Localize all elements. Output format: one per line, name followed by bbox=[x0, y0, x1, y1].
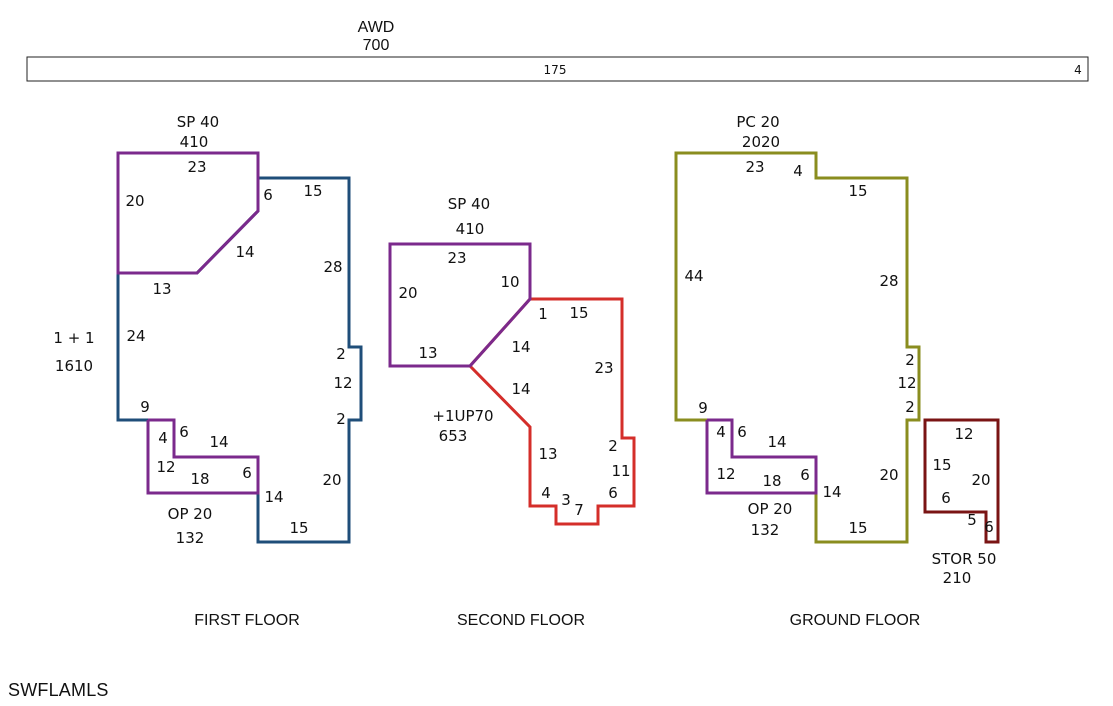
ff-dim: 6 bbox=[179, 423, 189, 441]
sf-dim: 1 bbox=[538, 305, 548, 323]
gf-dim: 23 bbox=[745, 158, 764, 176]
ground-floor-stor-area: 210 bbox=[943, 569, 972, 587]
second-floor-sp-code: SP 40 bbox=[448, 195, 490, 213]
first-floor-sp-area: 410 bbox=[180, 133, 209, 151]
gf-dim: 15 bbox=[848, 182, 867, 200]
awd-code: AWD bbox=[358, 19, 395, 36]
awd-area: 700 bbox=[363, 37, 390, 54]
first-floor-op-outline bbox=[146, 418, 260, 495]
ff-dim: 14 bbox=[235, 243, 254, 261]
sf-dim: 23 bbox=[594, 359, 613, 377]
ff-dim: 4 bbox=[158, 429, 168, 447]
ground-floor-stor-code: STOR 50 bbox=[932, 550, 997, 568]
ff-dim: 23 bbox=[187, 158, 206, 176]
gf-dim: 20 bbox=[879, 466, 898, 484]
ff-dim: 6 bbox=[263, 186, 273, 204]
sf-dim: 6 bbox=[608, 484, 618, 502]
sf-dim: 7 bbox=[574, 501, 584, 519]
sf-dim: 4 bbox=[541, 484, 551, 502]
ff-dim: 20 bbox=[125, 192, 144, 210]
sf-dim: 3 bbox=[561, 491, 571, 509]
second-floor-sp-area: 410 bbox=[456, 220, 485, 238]
gf-dim: 28 bbox=[879, 272, 898, 290]
ff-dim: 2 bbox=[336, 345, 346, 363]
ff-dim: 20 bbox=[322, 471, 341, 489]
gf-dim: 14 bbox=[822, 483, 841, 501]
gf-dim: 12 bbox=[897, 374, 916, 392]
ff-dim: 24 bbox=[126, 327, 145, 345]
first-floor-sp-outline bbox=[116, 151, 260, 275]
ff-dim: 12 bbox=[333, 374, 352, 392]
second-floor-up-outline bbox=[467, 297, 636, 526]
ground-floor-op-code: OP 20 bbox=[748, 500, 793, 518]
second-floor-title: SECOND FLOOR bbox=[457, 612, 585, 629]
ff-dim: 18 bbox=[190, 470, 209, 488]
sf-dim: 2 bbox=[608, 437, 618, 455]
ground-floor-pc-area: 2020 bbox=[742, 133, 780, 151]
second-floor-sp-outline bbox=[388, 242, 532, 368]
ff-dim: 14 bbox=[264, 488, 283, 506]
ff-dim: 12 bbox=[156, 458, 175, 476]
ground-floor-pc-code: PC 20 bbox=[736, 113, 779, 131]
ff-dim: 2 bbox=[336, 410, 346, 428]
watermark: SWFLAMLS bbox=[8, 680, 109, 700]
gf-dim: 6 bbox=[737, 423, 747, 441]
second-floor-up-code: +1UP70 bbox=[432, 407, 493, 425]
first-floor-main-code: 1 + 1 bbox=[53, 329, 94, 347]
ff-dim: 9 bbox=[140, 398, 150, 416]
gf-dim: 6 bbox=[984, 518, 994, 536]
gf-dim: 20 bbox=[971, 471, 990, 489]
ground-floor-stor-outline bbox=[923, 418, 1000, 544]
ground-floor-op-outline bbox=[705, 418, 818, 495]
ff-dim: 14 bbox=[209, 433, 228, 451]
gf-dim: 2 bbox=[905, 351, 915, 369]
sf-dim: 23 bbox=[447, 249, 466, 267]
gf-dim: 2 bbox=[905, 398, 915, 416]
sf-dim: 10 bbox=[500, 273, 519, 291]
gf-dim: 44 bbox=[684, 267, 703, 285]
ground-floor-title: GROUND FLOOR bbox=[790, 612, 921, 629]
gf-dim: 5 bbox=[967, 511, 977, 529]
awd-length: 175 bbox=[544, 63, 567, 77]
second-floor-up-area: 653 bbox=[439, 427, 468, 445]
sf-dim: 15 bbox=[569, 304, 588, 322]
sf-dim: 20 bbox=[398, 284, 417, 302]
gf-dim: 6 bbox=[941, 489, 951, 507]
ff-dim: 28 bbox=[323, 258, 342, 276]
sf-dim: 13 bbox=[538, 445, 557, 463]
ff-dim: 13 bbox=[152, 280, 171, 298]
sf-dim: 14 bbox=[511, 338, 530, 356]
first-floor-sp-code: SP 40 bbox=[177, 113, 219, 131]
ground-floor-op-area: 132 bbox=[751, 521, 780, 539]
gf-dim: 9 bbox=[698, 399, 708, 417]
first-floor-main-area: 1610 bbox=[55, 357, 93, 375]
gf-dim: 14 bbox=[767, 433, 786, 451]
awd-outline bbox=[26, 56, 1089, 82]
gf-dim: 6 bbox=[800, 466, 810, 484]
gf-dim: 12 bbox=[954, 425, 973, 443]
sf-dim: 13 bbox=[418, 344, 437, 362]
gf-dim: 18 bbox=[762, 472, 781, 490]
sf-dim: 14 bbox=[511, 380, 530, 398]
awd-width: 4 bbox=[1074, 63, 1082, 77]
first-floor-op-code: OP 20 bbox=[168, 505, 213, 523]
gf-dim: 12 bbox=[716, 465, 735, 483]
sf-dim: 11 bbox=[611, 462, 630, 480]
ff-dim: 6 bbox=[242, 464, 252, 482]
gf-dim: 4 bbox=[716, 423, 726, 441]
first-floor-title: FIRST FLOOR bbox=[194, 612, 300, 629]
ff-dim: 15 bbox=[303, 182, 322, 200]
gf-dim: 15 bbox=[848, 519, 867, 537]
gf-dim: 4 bbox=[793, 162, 803, 180]
gf-dim: 15 bbox=[932, 456, 951, 474]
first-floor-op-area: 132 bbox=[176, 529, 205, 547]
ff-dim: 15 bbox=[289, 519, 308, 537]
